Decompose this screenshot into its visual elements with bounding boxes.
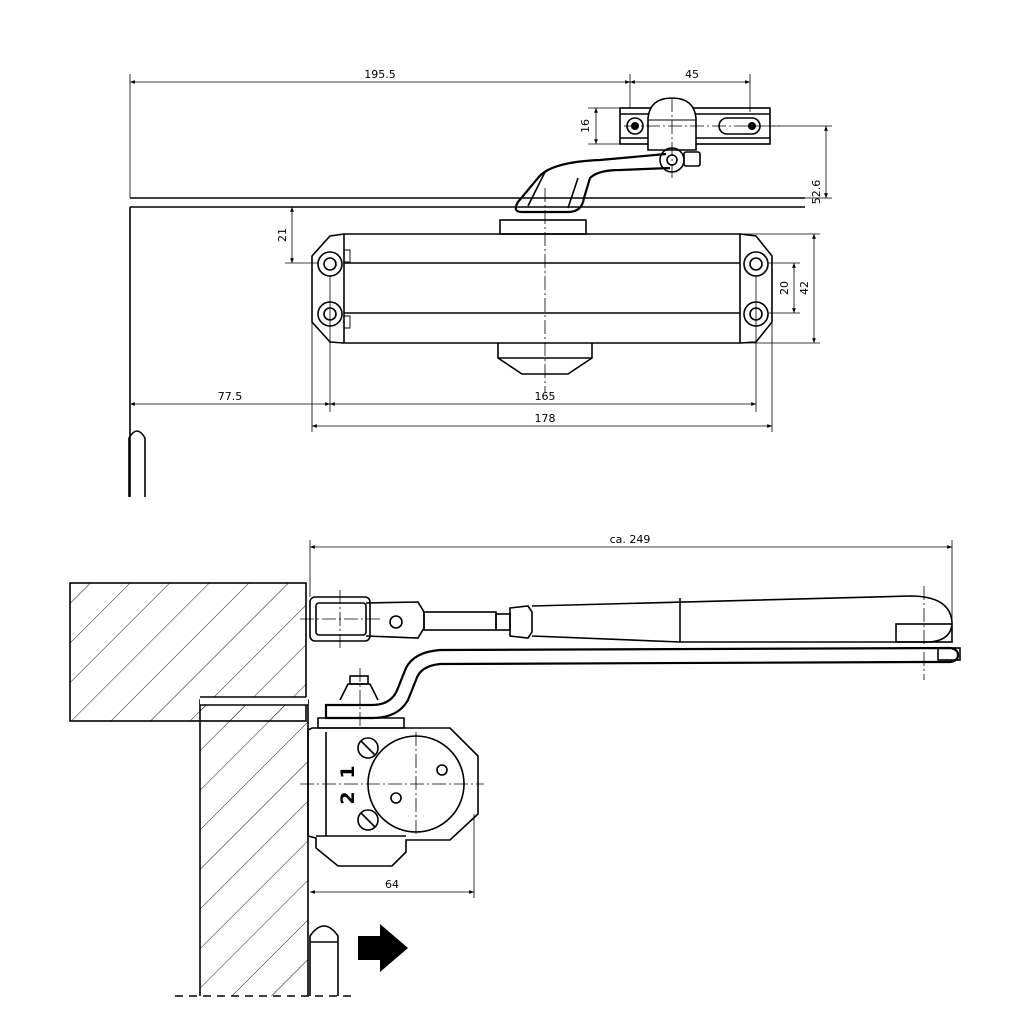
side-view: 1 2 ca. 249 64	[69, 533, 961, 997]
main-arm	[309, 595, 953, 643]
dimensions-side: ca. 249 64	[309, 533, 953, 898]
dim-195-5: 195.5	[364, 68, 396, 81]
dim-ca-249: ca. 249	[610, 533, 651, 546]
dim-178: 178	[535, 412, 556, 425]
top-view: 195.5 45 16 52.6 21 20	[128, 68, 832, 497]
closer-body-top-view	[311, 219, 773, 375]
hinge-top-view	[128, 430, 146, 497]
dim-77-5: 77.5	[218, 390, 243, 403]
valve-label-2: 2	[337, 791, 359, 804]
link-arm-side-view	[324, 646, 960, 720]
dim-20: 20	[778, 281, 791, 295]
center-lines-side	[300, 586, 925, 836]
dim-52-6: 52.6	[810, 180, 823, 205]
valve-label-1: 1	[337, 765, 359, 778]
hatched-door	[175, 696, 352, 997]
dim-42: 42	[798, 281, 811, 295]
dim-16: 16	[579, 119, 592, 133]
dimensions-top: 195.5 45 16 52.6 21 20	[129, 68, 832, 432]
dim-165: 165	[535, 390, 556, 403]
link-arm-top-view	[514, 152, 671, 214]
dim-64: 64	[385, 878, 399, 891]
arm-bracket	[619, 97, 771, 173]
direction-arrow-icon	[358, 924, 408, 972]
hinge-side-view	[309, 925, 339, 996]
center-lines-top	[544, 98, 780, 392]
dim-45: 45	[685, 68, 699, 81]
frame-lines	[129, 197, 805, 497]
dim-21: 21	[276, 228, 289, 242]
closer-body-side-view: 1 2	[307, 717, 479, 867]
